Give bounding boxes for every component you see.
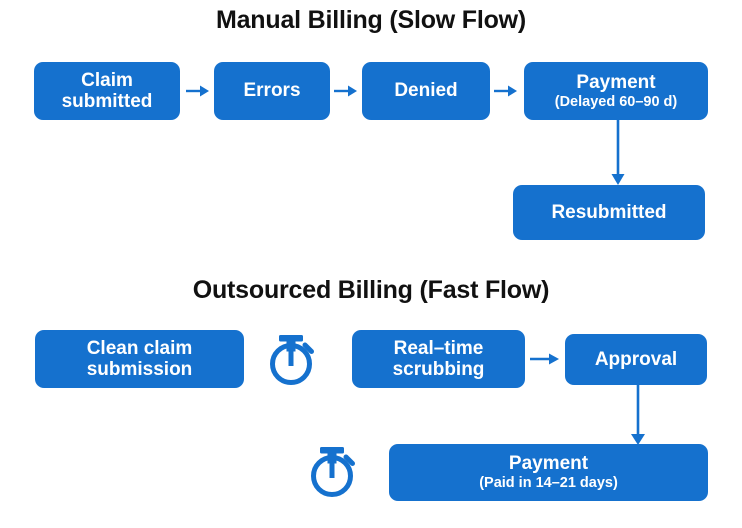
- node-errors[interactable]: Errors: [214, 62, 330, 120]
- node-label: Clean claim submission: [86, 337, 193, 380]
- node-label: Payment: [576, 71, 656, 93]
- node-denied[interactable]: Denied: [362, 62, 490, 120]
- node-label: Approval: [594, 348, 678, 370]
- node-clean-claim-submission[interactable]: Clean claim submission: [35, 330, 244, 388]
- node-approval[interactable]: Approval: [565, 334, 707, 385]
- node-label: Denied: [394, 80, 458, 102]
- stopwatch-icon: [264, 332, 320, 386]
- node-sublabel: (Paid in 14–21 days): [479, 475, 618, 492]
- node-label: Errors: [243, 80, 301, 102]
- section-title-outsourced-billing: Outsourced Billing (Fast Flow): [192, 276, 550, 304]
- section-title-manual-billing: Manual Billing (Slow Flow): [215, 6, 527, 34]
- arrow-down-icon: [626, 385, 650, 447]
- node-sublabel: (Delayed 60–90 d): [554, 93, 678, 110]
- node-label: Claim submitted: [61, 69, 153, 112]
- arrow-right-icon: [186, 82, 210, 100]
- node-label: Real–time scrubbing: [392, 337, 485, 380]
- node-label: Payment: [508, 453, 589, 475]
- node-payment-delayed[interactable]: Payment (Delayed 60–90 d): [524, 62, 708, 120]
- arrow-right-icon: [334, 82, 358, 100]
- node-resubmitted[interactable]: Resubmitted: [513, 185, 705, 240]
- arrow-right-icon: [494, 82, 518, 100]
- arrow-down-icon: [606, 120, 630, 186]
- node-real-time-scrubbing[interactable]: Real–time scrubbing: [352, 330, 525, 388]
- stopwatch-icon: [305, 444, 361, 498]
- node-payment-fast[interactable]: Payment (Paid in 14–21 days): [389, 444, 708, 501]
- node-label: Resubmitted: [551, 201, 667, 223]
- arrow-right-icon: [530, 350, 560, 368]
- node-claim-submitted[interactable]: Claim submitted: [34, 62, 180, 120]
